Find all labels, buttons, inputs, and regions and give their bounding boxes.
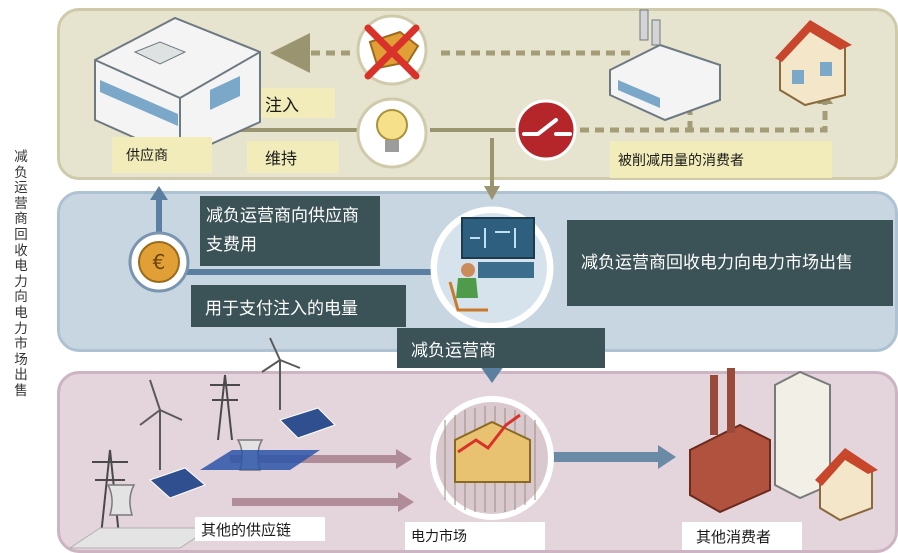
inject-label: 注入 xyxy=(261,88,335,118)
euro-coin-icon: € xyxy=(128,231,190,293)
side-title: 减负运营商回收电力向电力市场出售 xyxy=(14,149,28,399)
sell-to-market-label: 减负运营商回收电力向电力市场出售 xyxy=(567,220,893,306)
operator-workstation-icon xyxy=(430,206,554,330)
power-pylon-icon xyxy=(92,374,240,546)
wind-turbine-icon xyxy=(139,337,301,470)
supplier-label: 供应商 xyxy=(112,137,212,173)
light-bulb-icon xyxy=(356,97,428,169)
other-consumers-label: 其他消费者 xyxy=(682,522,802,550)
supplier-building-icon xyxy=(94,16,261,160)
power-market-icon xyxy=(430,396,554,520)
operator-label: 减负运营商 xyxy=(397,328,605,368)
curtailed-consumer-label: 被削减用量的消费者 xyxy=(610,141,832,178)
other-supply-chain-label: 其他的供应链 xyxy=(195,517,325,541)
arrow-head-icon xyxy=(287,45,300,61)
pay-injected-label: 用于支付注入的电量 xyxy=(191,285,406,327)
switch-icon xyxy=(515,99,577,161)
pay-supplier-label: 减负运营商向供应商支费用 xyxy=(200,196,380,266)
crossed-money-icon xyxy=(356,14,428,86)
factory-icon xyxy=(609,9,721,122)
power-market-label: 电力市场 xyxy=(405,522,545,550)
svg-text:€: € xyxy=(153,250,166,274)
maintain-label: 维持 xyxy=(247,141,339,173)
house-icon xyxy=(775,20,852,107)
city-buildings-icon xyxy=(689,368,878,522)
solar-panel-icon xyxy=(149,407,336,499)
